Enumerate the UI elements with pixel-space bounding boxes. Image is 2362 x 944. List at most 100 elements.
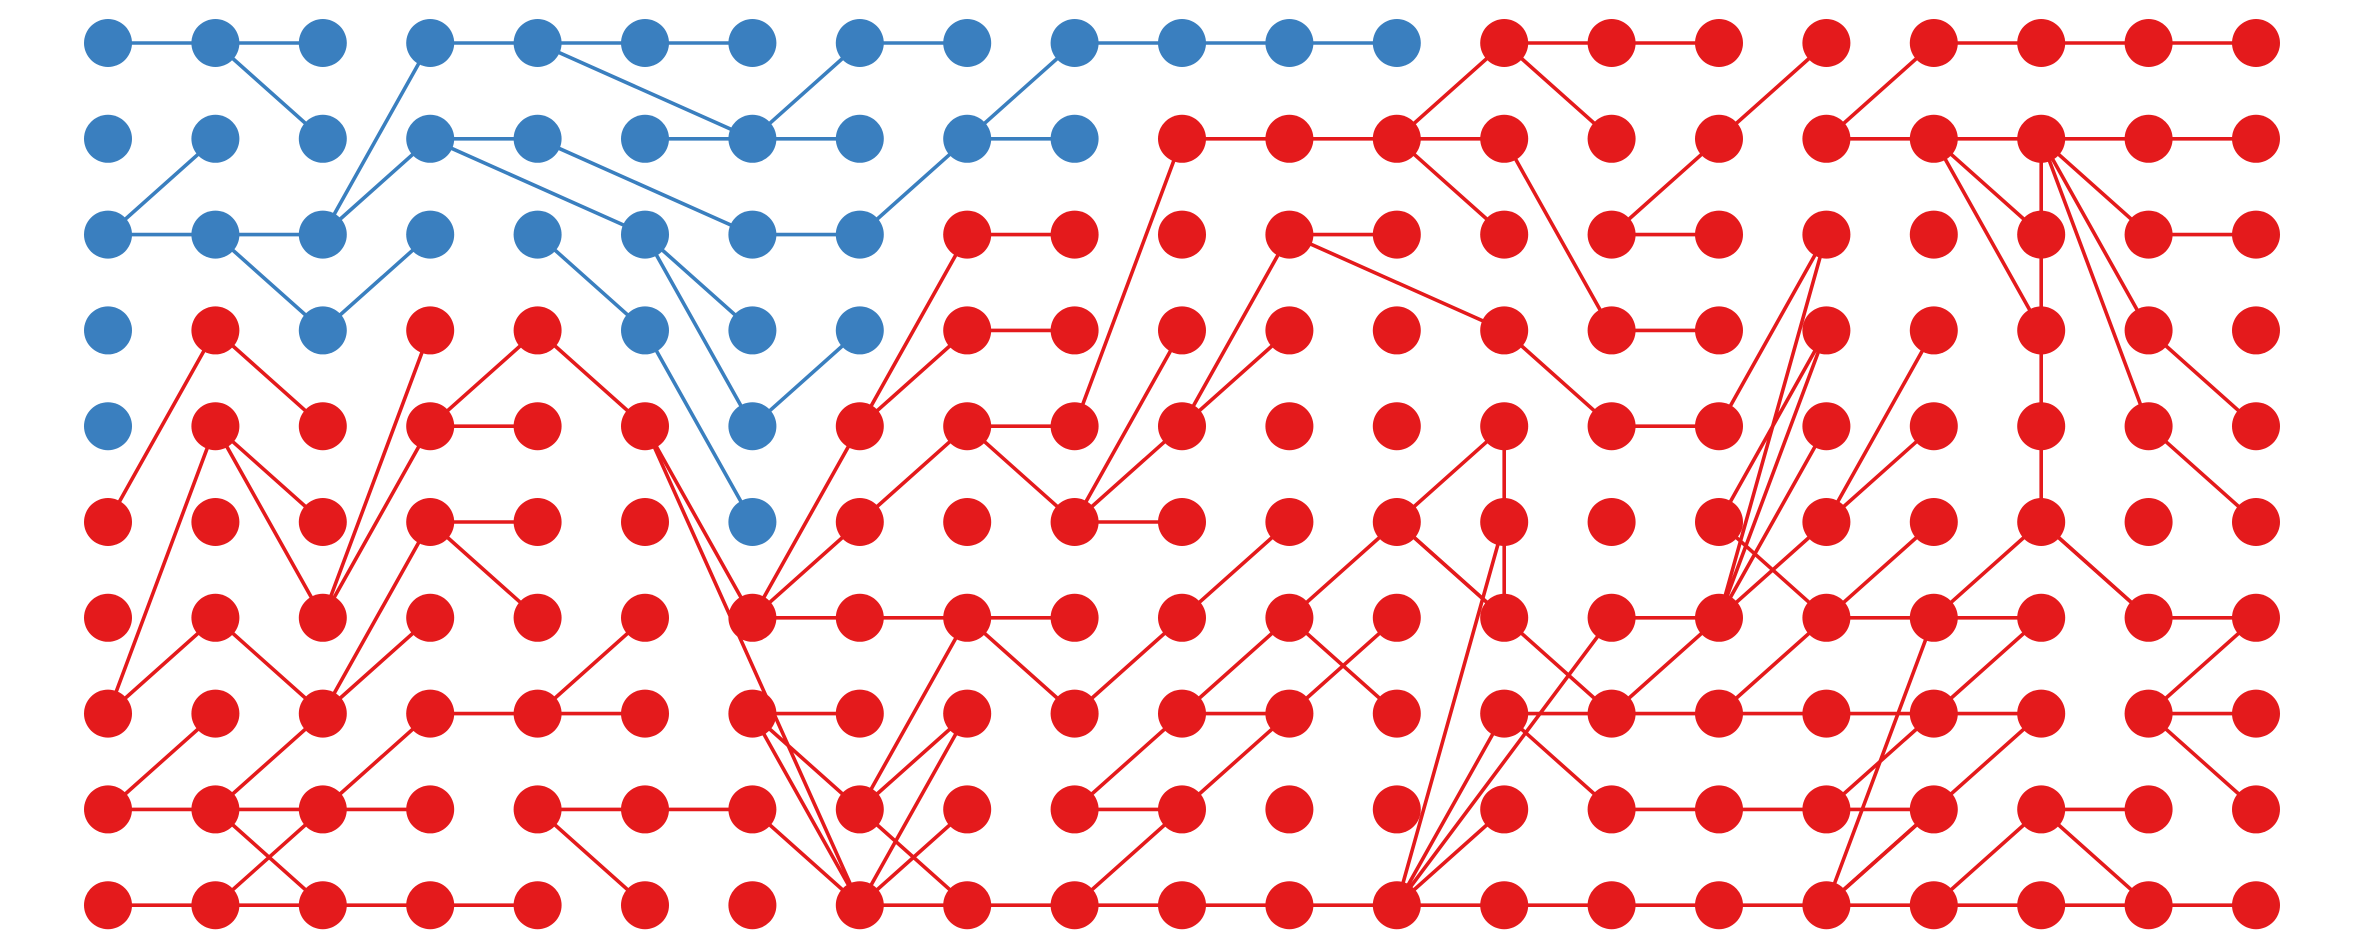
red-node bbox=[1587, 210, 1636, 259]
blue-node bbox=[728, 306, 777, 355]
red-node bbox=[1909, 785, 1958, 834]
red-node bbox=[621, 689, 669, 738]
red-node bbox=[2124, 210, 2173, 259]
red-node bbox=[2232, 210, 2280, 259]
red-edge bbox=[1717, 328, 1829, 620]
blue-node bbox=[84, 210, 132, 259]
red-node bbox=[1480, 402, 1529, 451]
red-node bbox=[2232, 306, 2280, 355]
red-node bbox=[1265, 210, 1314, 259]
blue-node bbox=[621, 114, 669, 163]
red-edge bbox=[750, 711, 862, 908]
red-node bbox=[943, 402, 992, 451]
red-node bbox=[1802, 785, 1851, 834]
red-node bbox=[84, 593, 132, 642]
red-edge bbox=[1395, 711, 1506, 908]
red-node bbox=[621, 498, 669, 546]
red-edge bbox=[643, 424, 862, 908]
red-node bbox=[298, 689, 347, 738]
blue-edge bbox=[428, 137, 647, 237]
red-edge bbox=[857, 711, 970, 908]
blue-node bbox=[1158, 19, 1206, 67]
red-edge bbox=[1072, 137, 1184, 429]
red-node bbox=[1587, 689, 1636, 738]
blue-node bbox=[84, 402, 132, 451]
blue-edge bbox=[320, 41, 433, 237]
red-node bbox=[513, 689, 562, 738]
red-node bbox=[513, 306, 562, 355]
red-node bbox=[298, 785, 347, 834]
red-node bbox=[1265, 593, 1314, 642]
red-node bbox=[513, 785, 562, 834]
red-node bbox=[406, 785, 455, 834]
red-node bbox=[1695, 210, 1743, 259]
red-edge bbox=[2039, 137, 2151, 429]
red-node bbox=[191, 306, 240, 355]
red-node bbox=[1587, 881, 1636, 930]
red-node bbox=[2017, 498, 2066, 546]
red-node bbox=[1265, 306, 1314, 355]
red-node bbox=[835, 881, 884, 930]
red-node bbox=[513, 498, 562, 546]
red-node bbox=[513, 593, 562, 642]
red-node bbox=[1587, 19, 1636, 67]
red-node bbox=[1480, 593, 1529, 642]
blue-node bbox=[728, 210, 777, 259]
red-edge bbox=[2039, 137, 2151, 333]
red-node bbox=[1802, 19, 1851, 67]
red-node bbox=[1372, 593, 1421, 642]
red-node bbox=[1587, 593, 1636, 642]
red-node bbox=[621, 593, 669, 642]
red-node bbox=[2124, 689, 2173, 738]
red-node bbox=[1480, 210, 1529, 259]
blue-node bbox=[728, 402, 777, 451]
red-node bbox=[1909, 498, 1958, 546]
blue-node bbox=[621, 19, 669, 67]
blue-node bbox=[84, 306, 132, 355]
red-node bbox=[1480, 881, 1529, 930]
red-node bbox=[1372, 689, 1421, 738]
red-node bbox=[1158, 306, 1206, 355]
red-node bbox=[2124, 881, 2173, 930]
red-node bbox=[1480, 19, 1529, 67]
blue-node bbox=[298, 306, 347, 355]
red-node bbox=[835, 785, 884, 834]
blue-edge bbox=[643, 232, 755, 429]
red-node bbox=[943, 881, 992, 930]
blue-node bbox=[943, 114, 992, 163]
red-node bbox=[1158, 498, 1206, 546]
red-node bbox=[1158, 689, 1206, 738]
blue-node bbox=[513, 114, 562, 163]
red-edge bbox=[320, 328, 433, 620]
red-node bbox=[1802, 689, 1851, 738]
red-node bbox=[406, 881, 455, 930]
red-edge bbox=[1287, 232, 1506, 333]
red-node bbox=[1372, 210, 1421, 259]
red-node bbox=[2017, 593, 2066, 642]
red-node bbox=[1158, 210, 1206, 259]
red-node bbox=[406, 402, 455, 451]
red-edge bbox=[106, 424, 218, 716]
red-node bbox=[84, 689, 132, 738]
red-node bbox=[84, 785, 132, 834]
blue-node bbox=[406, 19, 455, 67]
red-node bbox=[1909, 306, 1958, 355]
red-node bbox=[1265, 498, 1314, 546]
blue-node bbox=[728, 498, 777, 546]
red-node bbox=[406, 498, 455, 546]
red-node bbox=[406, 689, 455, 738]
red-node bbox=[2124, 785, 2173, 834]
red-edge bbox=[1932, 137, 2043, 333]
blue-node bbox=[298, 210, 347, 259]
blue-node bbox=[513, 210, 562, 259]
red-node bbox=[835, 593, 884, 642]
red-node bbox=[191, 593, 240, 642]
blue-edge bbox=[643, 328, 755, 524]
red-node bbox=[1695, 19, 1743, 67]
red-node bbox=[943, 498, 992, 546]
red-node bbox=[1050, 593, 1099, 642]
red-node bbox=[1695, 402, 1743, 451]
red-node bbox=[191, 498, 240, 546]
red-node bbox=[1265, 689, 1314, 738]
red-edge bbox=[1824, 328, 1936, 524]
